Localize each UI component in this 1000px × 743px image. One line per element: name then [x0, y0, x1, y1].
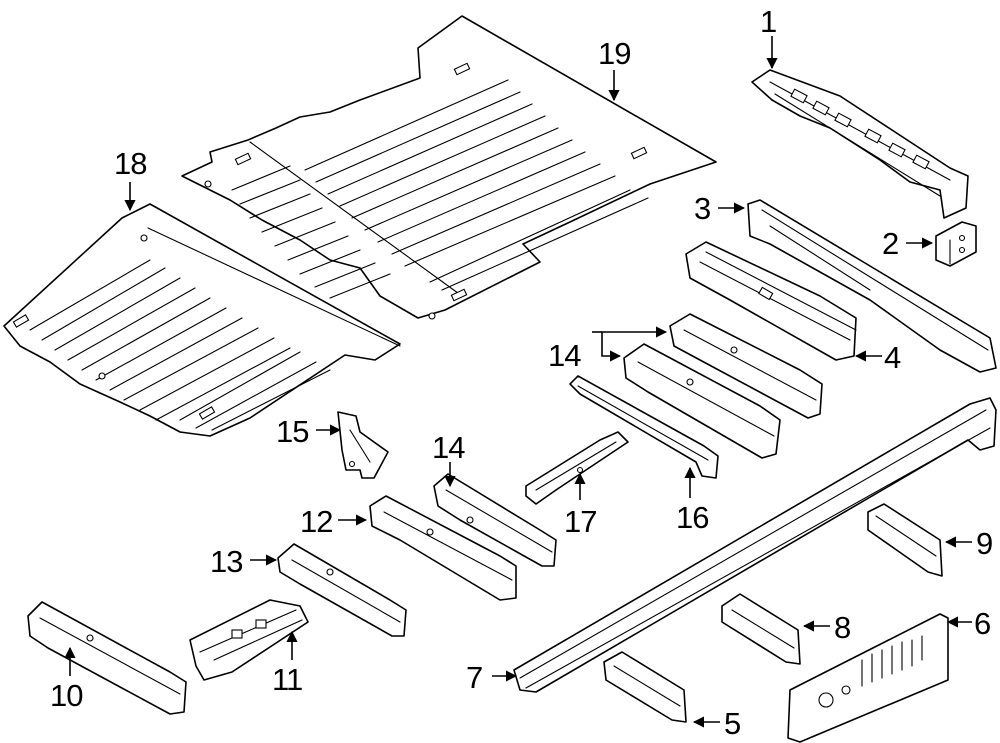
callout-14-middle: 14	[432, 430, 465, 465]
part-9-channel[interactable]	[867, 503, 943, 577]
part-13-crossmember[interactable]	[277, 543, 407, 637]
part-17-bracket[interactable]	[525, 431, 629, 505]
callout-18: 18	[114, 146, 146, 181]
callout-12: 12	[300, 504, 332, 539]
part-19-load-floor-rear[interactable]	[181, 15, 717, 320]
callout-1: 1	[760, 4, 776, 39]
callout-5: 5	[724, 706, 740, 741]
callout-9: 9	[976, 526, 992, 561]
part-5-channel[interactable]	[603, 651, 687, 723]
callout-11: 11	[272, 662, 302, 697]
callout-15: 15	[276, 414, 308, 449]
callout-14-upper: 14	[548, 338, 581, 373]
part-6-panel[interactable]	[787, 613, 949, 743]
callout-3: 3	[694, 191, 710, 226]
part-10-crossmember[interactable]	[27, 601, 187, 715]
part-14-crossmember-c[interactable]	[433, 473, 557, 567]
part-11-bracket[interactable]	[189, 599, 309, 681]
part-15-bracket[interactable]	[337, 411, 389, 479]
callout-7: 7	[466, 660, 482, 695]
callout-8: 8	[834, 610, 850, 645]
callout-19: 19	[598, 36, 630, 71]
callout-17: 17	[564, 504, 596, 539]
callout-6: 6	[974, 606, 990, 641]
callout-2: 2	[882, 226, 898, 261]
part-4-crossmember[interactable]	[685, 241, 857, 361]
callout-10: 10	[50, 678, 83, 713]
part-12-crossmember[interactable]	[369, 495, 517, 601]
leader-lines	[64, 36, 972, 728]
part-14-crossmember-b[interactable]	[623, 343, 781, 459]
part-14-crossmember-a[interactable]	[669, 313, 823, 419]
part-7-side-rail[interactable]	[513, 397, 997, 693]
callout-13: 13	[210, 544, 242, 579]
part-8-channel[interactable]	[721, 593, 801, 665]
part-3-crossmember[interactable]	[747, 199, 997, 373]
part-2-bracket[interactable]	[935, 221, 977, 267]
callout-labels: 1 2 3 4 5 6 7 8 9 10 11 12 13 14 14 15 1…	[50, 4, 993, 741]
callout-4: 4	[884, 340, 901, 375]
callout-16: 16	[676, 500, 708, 535]
part-16-brace[interactable]	[569, 375, 719, 479]
part-18-load-floor-front[interactable]	[3, 203, 401, 437]
part-1-crossmember[interactable]	[751, 69, 969, 219]
